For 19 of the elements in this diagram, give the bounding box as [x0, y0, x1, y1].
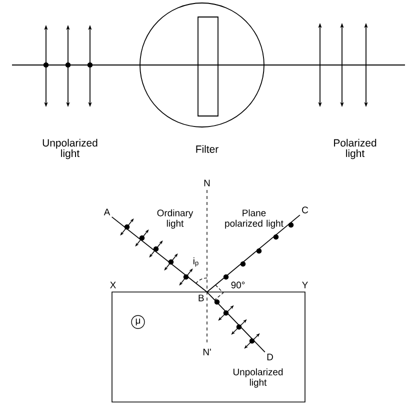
point-label: C — [302, 206, 308, 214]
point-label: Y — [302, 282, 308, 288]
point-label: A — [104, 208, 110, 216]
point-label: D — [267, 354, 273, 360]
light-ray — [206, 214, 300, 292]
caption-text: Filter — [196, 145, 218, 153]
angle-label: 90° — [231, 282, 245, 288]
angle-label: i$_{p}$ — [194, 257, 198, 267]
caption-text: Unpolarized light — [42, 138, 98, 160]
light-ray — [111, 216, 208, 292]
point-label: X — [110, 282, 116, 288]
ray-label: Ordinary light — [157, 209, 194, 229]
caption-text: Polarized light — [334, 138, 376, 160]
ray-label: Plane polarized light — [225, 209, 284, 229]
point-label: N — [204, 180, 210, 186]
point-label: B — [198, 294, 204, 302]
ray-label: Unpolarized light — [233, 368, 283, 388]
light-ray — [206, 292, 266, 352]
point-label: N' — [203, 348, 211, 356]
